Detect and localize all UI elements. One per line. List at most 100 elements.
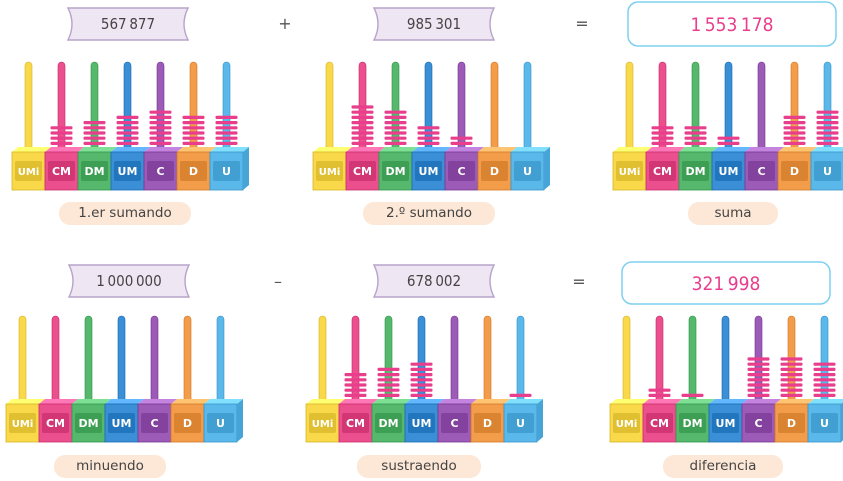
bead-cm [344, 383, 367, 387]
bead-u [509, 393, 532, 397]
label-plate-um [715, 161, 742, 181]
bead-dm [684, 131, 707, 135]
place-label-d: D [790, 165, 799, 178]
equals-sign: = [575, 14, 589, 33]
block-top-umi [613, 147, 652, 152]
bead-c [450, 136, 473, 140]
label-plate-d [174, 413, 201, 433]
bead-cm [50, 136, 73, 140]
bead-cm [351, 141, 374, 145]
block-top-cm [339, 399, 378, 404]
block-top-d [478, 147, 517, 152]
place-label-umi: UMi [616, 419, 638, 430]
rod-d [483, 315, 492, 405]
place-label-cm: CM [52, 165, 71, 178]
block-top-umi [610, 399, 649, 404]
bead-c [747, 357, 770, 361]
place-label-um: UM [419, 165, 439, 178]
bead-dm [384, 131, 407, 135]
rod-um [721, 315, 730, 405]
block-top-dm [372, 399, 411, 404]
place-label-umi: UMi [319, 167, 341, 178]
block-top-d [778, 147, 817, 152]
label-plate-d [778, 413, 805, 433]
place-label-cm: CM [353, 165, 372, 178]
place-label-u: U [222, 165, 231, 178]
rod-dm [84, 315, 93, 405]
rod-umi [622, 315, 631, 405]
bead-u [816, 126, 839, 130]
place-label-c: C [757, 165, 765, 178]
block-top-c [742, 399, 781, 404]
block-top-um [405, 399, 444, 404]
block-top-dm [676, 399, 715, 404]
bead-u [816, 121, 839, 125]
block-top-d [775, 399, 814, 404]
place-label-d: D [490, 165, 499, 178]
label-plate-cm [48, 161, 75, 181]
place-label-d: D [787, 417, 796, 430]
place-label-um: UM [412, 417, 432, 430]
bead-u [813, 362, 836, 366]
place-label-um: UM [719, 165, 739, 178]
bead-c [149, 121, 172, 125]
bead-dm [377, 393, 400, 397]
rod-umi [325, 61, 334, 153]
place-label-c: C [457, 165, 465, 178]
label-plate-c [141, 413, 168, 433]
subtrahend-banner [372, 264, 496, 298]
caption-subtrahend: sustraendo [357, 455, 481, 478]
label-plate-c [147, 161, 174, 181]
bead-d [780, 383, 803, 387]
bead-u [215, 131, 238, 135]
minus-sign: – [274, 272, 282, 291]
block-top-umi [6, 399, 45, 404]
place-label-dm: DM [685, 165, 705, 178]
label-plate-umi [316, 161, 343, 181]
subtrahend-value: 678 002 [407, 272, 461, 290]
label-plate-u [814, 161, 841, 181]
bead-dm [681, 393, 704, 397]
bead-c [149, 131, 172, 135]
place-label-u: U [216, 417, 225, 430]
bead-cm [351, 126, 374, 130]
place-label-cm: CM [346, 417, 365, 430]
block-side [237, 399, 243, 442]
bead-cm [651, 136, 674, 140]
bead-dm [384, 141, 407, 145]
label-plate-cm [42, 413, 69, 433]
block-top-cm [643, 399, 682, 404]
bead-cm [351, 131, 374, 135]
bead-d [182, 141, 205, 145]
bead-d [783, 141, 806, 145]
bead-um [717, 136, 740, 140]
bead-c [747, 393, 770, 397]
block-top-u [210, 147, 249, 152]
bead-dm [83, 121, 106, 125]
bead-cm [351, 110, 374, 114]
label-plate-d [481, 161, 508, 181]
label-plate-dm [382, 161, 409, 181]
block-top-umi [306, 399, 345, 404]
place-label-dm: DM [78, 417, 98, 430]
label-plate-u [811, 413, 838, 433]
place-label-c: C [754, 417, 762, 430]
rod-u [216, 315, 225, 405]
block-top-umi [12, 147, 51, 152]
bead-d [780, 393, 803, 397]
bead-um [410, 388, 433, 392]
place-label-dm: DM [385, 165, 405, 178]
label-plate-u [207, 413, 234, 433]
bead-dm [83, 126, 106, 130]
rod-u [516, 315, 525, 405]
bead-dm [384, 121, 407, 125]
bead-u [813, 373, 836, 377]
bead-u [813, 367, 836, 371]
bead-um [116, 136, 139, 140]
bead-d [783, 121, 806, 125]
